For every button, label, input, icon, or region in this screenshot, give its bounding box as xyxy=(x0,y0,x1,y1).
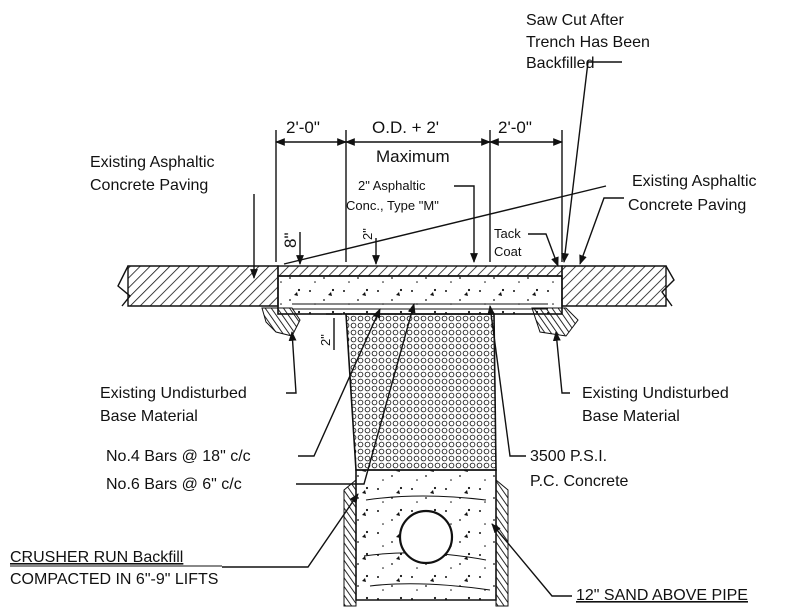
undisturbed-left-label-line2: Base Material xyxy=(100,408,198,425)
existing-paving-right-label-line1: Existing Asphaltic xyxy=(632,173,757,190)
undisturbed-right-label-line1: Existing Undisturbed xyxy=(582,385,729,402)
dim-8in-label: 8" xyxy=(281,233,300,249)
saw-cut-label-line1: Saw Cut After xyxy=(526,12,624,29)
dim-right-label: 2'-0" xyxy=(498,118,532,137)
bars-no4-label: No.4 Bars @ 18" c/c xyxy=(106,448,251,465)
saw-cut-label-line3: Backfilled xyxy=(526,55,594,72)
undisturbed-base-right xyxy=(531,307,579,337)
dim-2in-top-label: 2" xyxy=(360,228,375,240)
pipe xyxy=(398,509,454,565)
saw-cut-label-line2: Trench Has Been xyxy=(526,34,650,51)
labels: Saw Cut After Trench Has Been Backfilled… xyxy=(10,12,757,604)
dim-center-label-line2: Maximum xyxy=(376,147,450,166)
existing-paving-right-label-line2: Concrete Paving xyxy=(628,197,746,214)
concrete-slab xyxy=(277,275,563,315)
asphaltic-overlay-layer xyxy=(277,265,563,277)
leader-lines xyxy=(222,61,624,597)
bars-no6-label: No.6 Bars @ 6" c/c xyxy=(106,476,242,493)
existing-paving-left-label-line1: Existing Asphaltic xyxy=(90,154,215,171)
asphaltic-label-line2: Conc., Type "M" xyxy=(346,198,439,213)
dim-left-label: 2'-0" xyxy=(286,118,320,137)
trench-concrete-fill xyxy=(345,313,497,471)
trench-wall-hatch xyxy=(343,478,509,607)
crusher-run-label-line1: CRUSHER RUN Backfill xyxy=(10,549,183,566)
tack-coat-label-line1: Tack xyxy=(494,226,521,241)
undisturbed-base-left xyxy=(261,307,301,337)
existing-paving-left-label-line2: Concrete Paving xyxy=(90,177,208,194)
crusher-run-label-line2: COMPACTED IN 6"-9" LIFTS xyxy=(10,571,218,588)
asphaltic-label-line1: 2" Asphaltic xyxy=(358,178,426,193)
dim-2in-bottom-label: 2" xyxy=(318,334,333,346)
concrete-label-line1: 3500 P.S.I. xyxy=(530,448,607,465)
undisturbed-right-label-line2: Base Material xyxy=(582,408,680,425)
dim-center-label-line1: O.D. + 2' xyxy=(372,118,439,137)
existing-paving-right xyxy=(561,265,675,307)
tack-coat-label-line2: Coat xyxy=(494,244,522,259)
undisturbed-left-label-line1: Existing Undisturbed xyxy=(100,385,247,402)
sand-label: 12" SAND ABOVE PIPE xyxy=(576,587,748,604)
concrete-label-line2: P.C. Concrete xyxy=(530,473,629,490)
